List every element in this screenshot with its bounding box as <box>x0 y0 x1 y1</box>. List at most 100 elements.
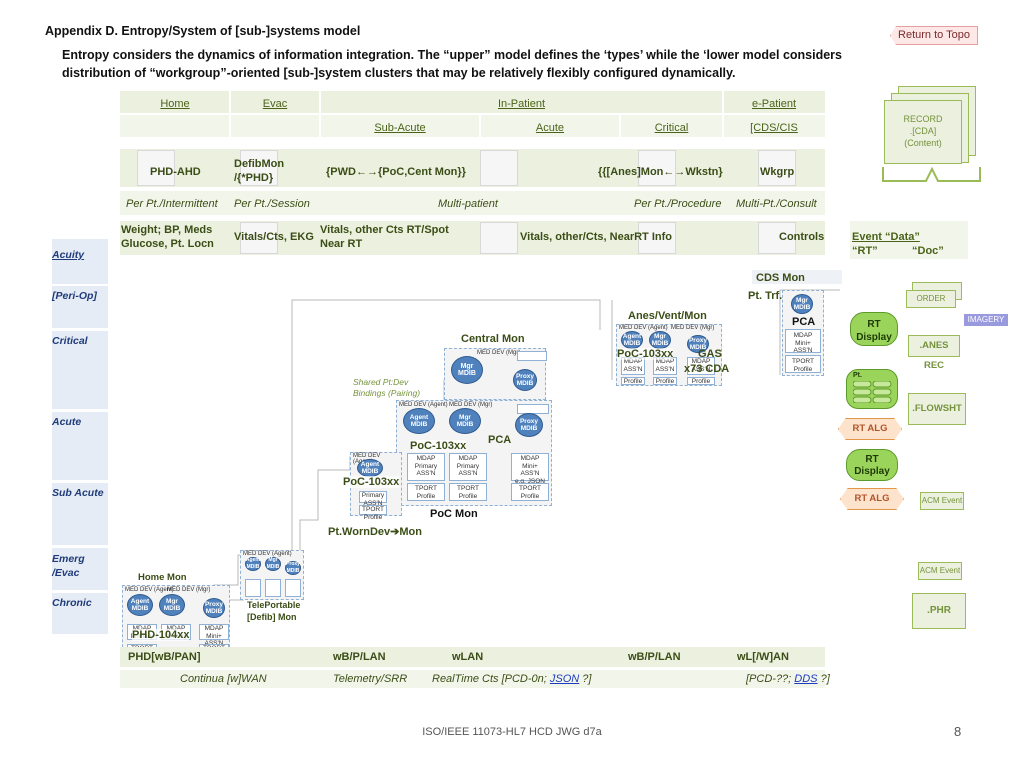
proxy-mdib-node: Proxy MDIB <box>285 561 301 575</box>
shared-pt-dev-label: Shared Pt:Dev <box>353 377 409 387</box>
device-teleportable: MED DEV (Agent) Agent MDIB Mgr MDIB Prox… <box>240 550 304 600</box>
column-epatient[interactable]: e-Patient <box>751 98 797 110</box>
profile-label: Profile <box>520 492 540 500</box>
column-inpatient[interactable]: In-Patient <box>497 98 546 110</box>
profile-box: Profile <box>653 377 677 385</box>
realtime-label: RealTime Cts [PCD-0n; <box>432 673 550 685</box>
level-emerg-evac: Emerg /Evac <box>52 548 108 590</box>
data-vitals-rt: Vitals, other Cts RT/Spot Near RT <box>320 224 449 250</box>
defib-mon-label: [Defib] Mon <box>247 612 297 622</box>
pt-stack-pill[interactable]: Pt. <box>846 369 898 409</box>
pca-mid-label: PCA <box>488 434 512 446</box>
assn-label: ASS'N <box>458 470 478 477</box>
data-vitals-info: Vitals, other/Cts, NearRT Info <box>520 231 672 243</box>
pcd-label: [PCD-??; <box>746 673 795 685</box>
gas-label: GAS <box>698 348 722 360</box>
rt-alg-top[interactable]: RT ALG <box>838 418 902 440</box>
data-vitals-ekg: Vitals/Cts, EKG <box>234 231 314 243</box>
mgr-mdib-node: Mgr MDIB <box>451 356 483 384</box>
assn-label: ASS'N <box>623 365 643 373</box>
pairing-label: Bindings (Pairing) <box>353 388 421 398</box>
footer-text: ISO/IEEE 11073-HL7 HCD JWG d7a <box>422 726 602 738</box>
event-data-header <box>850 221 968 259</box>
imagery-tag[interactable]: IMAGERY <box>964 314 1008 326</box>
scope-session: Per Pt./Session <box>234 198 310 210</box>
device-anes-mon: {{[Anes]Mon←→Wkstn} <box>598 166 723 178</box>
profile-label: Profile <box>793 365 813 373</box>
x73-cda-label: x73 CDA <box>684 363 730 375</box>
json-link[interactable]: JSON <box>549 673 580 685</box>
proxy-mdib-node: Proxy MDIB <box>515 413 543 437</box>
record-label: RECORD <box>903 114 943 124</box>
flowsht-doc: .FLOWSHT <box>908 393 966 425</box>
rt-display-bottom[interactable]: RT Display <box>846 449 898 481</box>
poc103-left-label: PoC-103xx <box>343 476 400 488</box>
mgr-mdib-node: Mgr MDIB <box>449 408 481 434</box>
intro-text: Entropy considers the dynamics of inform… <box>62 48 842 80</box>
device-thumbnail <box>480 150 518 186</box>
column-evac[interactable]: Evac <box>262 98 288 110</box>
order-doc: ORDER <box>906 290 956 308</box>
level-chronic: Chronic <box>52 593 108 634</box>
profile-box: Profile <box>687 377 715 385</box>
proxy-mdib-node: Proxy MDIB <box>687 335 709 353</box>
mdap-label: MDAP <box>128 625 156 633</box>
profile-label: Profile <box>458 492 478 500</box>
dds-link[interactable]: DDS <box>794 673 818 685</box>
column-acute[interactable]: Acute <box>535 122 565 134</box>
data-row <box>120 221 825 255</box>
rt-alg-bottom[interactable]: RT ALG <box>840 488 904 510</box>
tport-label: TPORT <box>362 506 384 513</box>
profile-box: Profile <box>621 377 645 385</box>
column-cds[interactable]: [CDS/CIS <box>750 122 798 134</box>
mdap-mini-label: MDAP Mini+ <box>204 625 224 640</box>
device-thumbnail <box>240 150 278 186</box>
poc-mon-label: PoC Mon <box>430 508 478 520</box>
event-rt-label: “RT” <box>852 245 878 257</box>
tport-label: TPORT <box>415 485 437 492</box>
column-home[interactable]: Home <box>160 98 190 110</box>
data-controls: Controls <box>779 231 825 243</box>
mdap-mini-box: MDAP Mini+ASS'N <box>199 624 229 647</box>
pcd-suffix: ?] <box>817 673 830 685</box>
mgr-header-box <box>517 351 547 361</box>
tport-label: TPORT <box>792 358 814 365</box>
anes-rec-doc: .ANES REC <box>908 335 960 371</box>
column-subacute[interactable]: Sub-Acute <box>374 122 426 134</box>
pt-worn-label: Pt.WornDev <box>328 526 391 538</box>
assn-label: ASS'N <box>416 470 436 477</box>
level-sub-acute: Sub Acute <box>52 483 108 545</box>
rt-display-top[interactable]: RT Display <box>850 312 898 346</box>
record-cda: .[CDA] <box>909 126 937 136</box>
assn-label: ASS'N <box>363 499 383 507</box>
cds-mon-label: CDS Mon <box>756 272 805 284</box>
med-dev-agent-tag: MED DEV (Agent) <box>243 551 292 557</box>
level-critical: Critical <box>52 331 108 409</box>
device-thumbnail <box>137 150 175 186</box>
med-dev-mgr-tag: MED DEV (Mgr) <box>167 587 211 593</box>
scope-multi-patient: Multi-patient <box>438 198 498 210</box>
protocol-realtime: RealTime Cts [PCD-0n; JSON ?] <box>432 673 591 685</box>
profile-label: Profile <box>363 513 383 521</box>
device-thumbnail <box>240 222 278 254</box>
wkstn-label: Wkstn} <box>685 166 723 178</box>
column-critical[interactable]: Critical <box>654 122 689 134</box>
network-wlwan: wL[/W]AN <box>737 651 789 663</box>
mdap-label: MDAP <box>655 358 675 365</box>
tport-label: TPORT <box>519 485 541 492</box>
data-weight: Weight; BP, Meds Glucose, Pt. Locn <box>121 224 214 250</box>
level-peri-op: [Peri-Op] <box>52 286 108 328</box>
device-defibmon: DefibMon /{*PHD} <box>234 158 285 184</box>
teleportable-label: TelePortable [Defib] Mon <box>247 599 300 623</box>
device-thumbnail <box>758 222 796 254</box>
json-label: e.g. JSON <box>515 477 545 485</box>
protocol-pcd: [PCD-??; DDS ?] <box>746 673 830 685</box>
return-to-topo-button[interactable]: Return to Topo <box>890 26 978 45</box>
med-dev-agent-tag: MED DEV (Agent) <box>399 402 448 408</box>
